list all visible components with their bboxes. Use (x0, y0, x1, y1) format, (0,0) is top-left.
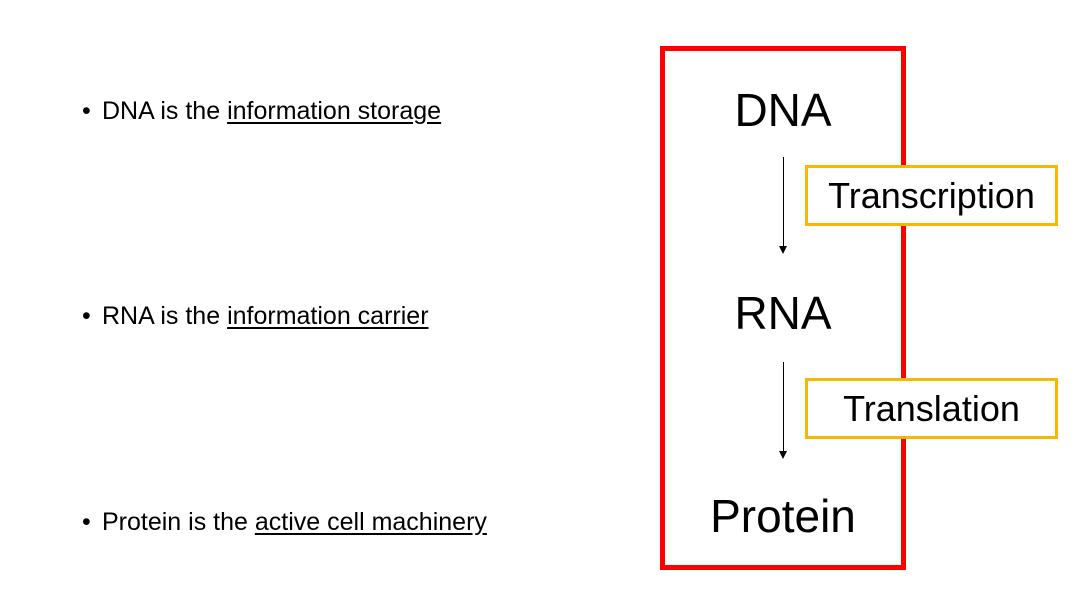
bullet-text: Protein is the (102, 508, 255, 536)
bullet-protein: • Protein is the active cell machinery (82, 507, 487, 537)
bullet-marker: • (82, 302, 91, 330)
term-dna: DNA (734, 84, 832, 136)
arrow-dna-to-rna (779, 157, 787, 254)
bullet-marker: • (82, 508, 91, 536)
arrow-rna-to-protein (779, 362, 787, 459)
bullet-emphasis: information storage (227, 97, 442, 125)
arrow-head-icon (779, 451, 787, 459)
bullet-text: RNA is the (102, 302, 228, 330)
process-translation: Translation (805, 378, 1058, 439)
bullet-emphasis: information carrier (227, 302, 429, 330)
term-protein: Protein (710, 490, 856, 542)
bullet-rna: • RNA is the information carrier (82, 301, 429, 331)
process-transcription: Transcription (805, 165, 1058, 226)
arrow-head-icon (779, 246, 787, 254)
term-rna: RNA (734, 287, 832, 339)
bullet-text: DNA is the (102, 97, 228, 125)
central-dogma-box (660, 46, 906, 570)
bullet-marker: • (82, 97, 91, 125)
bullet-dna: • DNA is the information storage (82, 96, 441, 126)
bullet-emphasis: active cell machinery (254, 508, 487, 536)
